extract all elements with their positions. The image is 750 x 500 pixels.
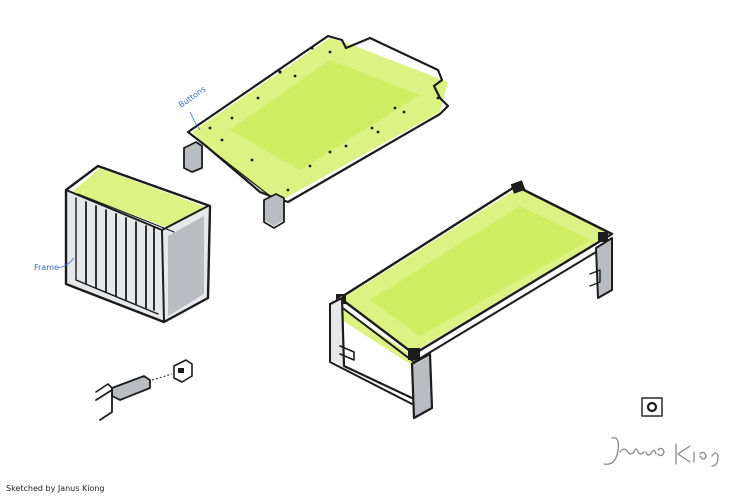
bench-sketch (330, 180, 612, 418)
square-symbol (642, 398, 662, 416)
buttons-label: Buttons (177, 85, 208, 110)
caption: Sketched by Janus Kiong (6, 484, 104, 493)
frame-sketch (66, 166, 210, 322)
top-panel-sketch (184, 36, 448, 228)
frame-label: Frame (34, 263, 59, 272)
signature (604, 438, 718, 466)
buttons-annotation: Buttons (177, 85, 208, 130)
connector-detail-sketch (96, 360, 192, 420)
